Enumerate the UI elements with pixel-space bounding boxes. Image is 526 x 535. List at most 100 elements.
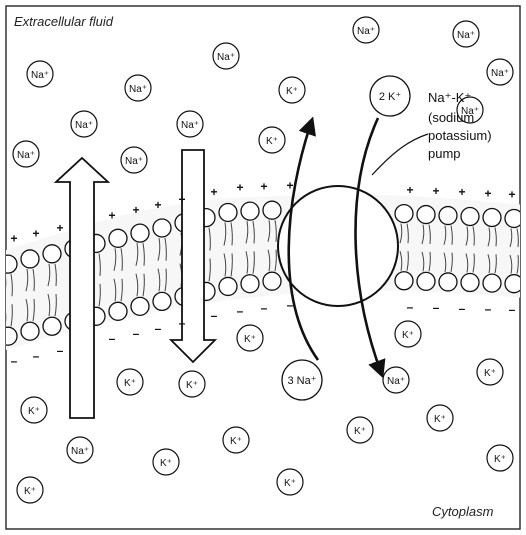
ion-label: Na⁺ [491,68,509,79]
negative-charge: – [11,354,18,368]
outside-ion-9: K⁺ [259,127,285,153]
inside-ion-11: K⁺ [487,445,513,471]
positive-charge: + [236,181,243,195]
inside-ion-7: K⁺ [427,405,453,431]
pump-protein [278,186,398,306]
ion-label: Na⁺ [217,52,235,63]
lipid-head [0,255,17,273]
ion-label: K⁺ [186,380,198,391]
lipid-head [417,272,435,290]
ion-label: Na⁺ [181,120,199,131]
ion-label: K⁺ [494,454,506,465]
positive-charge: + [210,185,217,199]
inside-ion-13: K⁺ [277,469,303,495]
inside-ion-14: K⁺ [347,417,373,443]
cytoplasm-label: Cytoplasm [432,504,494,519]
outside-ion-3: Na⁺ [27,61,53,87]
ion-label: Na⁺ [457,30,475,41]
outside-ion-11: Na⁺ [121,147,147,173]
positive-charge: + [286,178,293,192]
lipid-head [439,273,457,291]
ion-label: Na⁺ [17,150,35,161]
negative-charge: – [155,321,162,335]
ion-label: K⁺ [286,86,298,97]
three-sodium-label: 3 Na⁺ [287,375,316,387]
positive-charge: + [56,221,63,235]
outside-ion-6: Na⁺ [487,59,513,85]
ion-label: K⁺ [284,478,296,489]
ion-label: K⁺ [160,458,172,469]
lipid-head [21,322,39,340]
lipid-head [131,224,149,242]
lipid-head [219,277,237,295]
sodium-out-marker: 3 Na⁺ [282,360,322,400]
negative-charge: – [57,343,64,357]
lipid-head [131,297,149,315]
positive-charge: + [406,183,413,197]
lipid-head [483,274,501,292]
lipid-head [263,272,281,290]
positive-charge: + [154,198,161,212]
positive-charge: + [132,203,139,217]
outside-ion-2: Na⁺ [213,43,239,69]
inside-ion-12: K⁺ [17,477,43,503]
lipid-head [0,327,17,345]
lipid-head [153,219,171,237]
negative-charge: – [433,301,440,315]
lipid-head [43,317,61,335]
outside-ion-1: Na⁺ [453,21,479,47]
negative-charge: – [407,300,414,314]
two-potassium-label: 2 K⁺ [379,91,402,103]
lipid-head [219,203,237,221]
ion-label: Na⁺ [75,120,93,131]
negative-charge: – [237,304,244,318]
outside-ion-0: Na⁺ [353,17,379,43]
lipid-head [263,201,281,219]
ion-label: K⁺ [124,378,136,389]
inside-ion-3: K⁺ [179,371,205,397]
ion-label: K⁺ [230,436,242,447]
outside-ion-10: Na⁺ [13,141,39,167]
negative-charge: – [179,316,186,330]
ion-label: K⁺ [24,486,36,497]
positive-charge: + [108,209,115,223]
lipid-head [439,207,457,225]
lipid-head [461,208,479,226]
extracellular-label: Extracellular fluid [14,14,114,29]
inside-ion-9: K⁺ [223,427,249,453]
inside-ion-5: K⁺ [477,359,503,385]
positive-charge: + [432,184,439,198]
inside-ion-8: Na⁺ [67,437,93,463]
negative-charge: – [33,349,40,363]
negative-charge: – [261,301,268,315]
lipid-head [417,206,435,224]
lipid-head [395,205,413,223]
ion-label: Na⁺ [31,70,49,81]
positive-charge: + [458,185,465,199]
positive-charge: + [178,192,185,206]
outside-ion-7: Na⁺ [71,111,97,137]
pump-label-line1: Na⁺-K⁺ [428,90,471,105]
outside-ion-5: K⁺ [279,77,305,103]
lipid-head [109,302,127,320]
lipid-head [153,292,171,310]
positive-charge: + [260,180,267,194]
negative-charge: – [459,301,466,315]
negative-charge: – [133,326,140,340]
pump-label-line3: potassium) [428,128,492,143]
lipid-head [395,272,413,290]
outside-ion-8: Na⁺ [177,111,203,137]
positive-charge: + [484,186,491,200]
inside-ion-1: K⁺ [395,321,421,347]
lipid-head [483,208,501,226]
negative-charge: – [211,309,218,323]
ion-label: Na⁺ [129,84,147,95]
inside-ion-10: K⁺ [153,449,179,475]
negative-charge: – [485,302,492,316]
ion-label: Na⁺ [125,156,143,167]
ion-label: K⁺ [434,414,446,425]
inside-ion-2: K⁺ [117,369,143,395]
ion-label: K⁺ [266,136,278,147]
